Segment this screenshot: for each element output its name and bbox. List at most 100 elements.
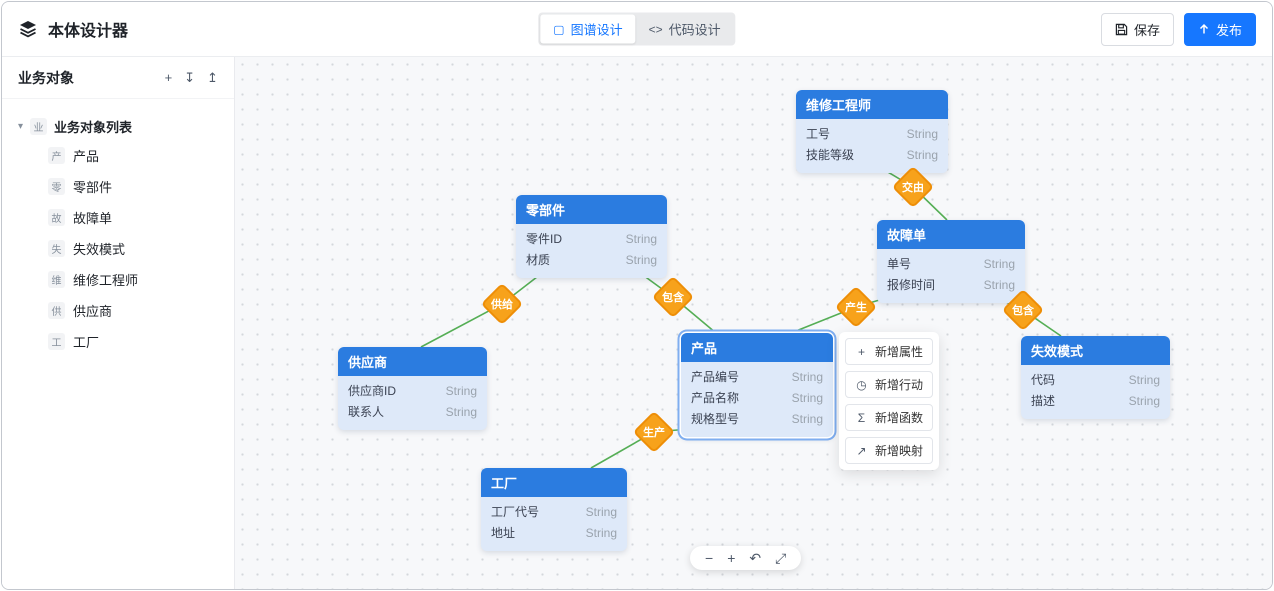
save-button[interactable]: 保存: [1100, 12, 1174, 46]
field-type: String: [906, 148, 938, 162]
sidebar-actions: + ↧ ↥: [165, 71, 218, 84]
field-type: String: [791, 391, 823, 405]
field-type: String: [791, 370, 823, 384]
tree-root-label: 业务对象列表: [54, 120, 133, 135]
tab-graph-design[interactable]: ▢图谱设计: [540, 14, 636, 44]
sigma-icon: Σ: [857, 410, 866, 425]
plus-icon: +: [857, 344, 865, 359]
sidebar-item-零部件[interactable]: 零零部件: [12, 171, 224, 202]
sidebar: 业务对象 +↧↥ ▾ 业 业务对象列表 产产品零零部件故故障单失失效模式维维修工…: [2, 57, 235, 589]
sidebar-item-工厂[interactable]: 工工厂: [12, 326, 224, 357]
context-menu-item-新增行动[interactable]: ◷新增行动: [845, 371, 934, 398]
import-icon[interactable]: ↧: [184, 70, 196, 85]
context-menu-label: 新增行动: [875, 378, 924, 392]
field-type: String: [625, 253, 657, 267]
app-logo-icon: [18, 19, 38, 39]
field-type: String: [445, 384, 477, 398]
save-label: 保存: [1133, 22, 1160, 38]
fit-view-icon[interactable]: ⤢: [775, 550, 787, 566]
zoom-out-icon[interactable]: −: [705, 550, 714, 566]
field-type: String: [1128, 394, 1160, 408]
relation-node-1-供给[interactable]: 供给: [480, 282, 524, 326]
field-name: 描述: [1031, 394, 1056, 408]
caret-down-icon[interactable]: ▾: [18, 121, 24, 132]
entity-title: 故障单: [877, 220, 1025, 249]
undo-icon[interactable]: ↶: [749, 550, 762, 566]
item-label: 工厂: [73, 335, 100, 350]
relation-node-2-包含[interactable]: 包含: [651, 275, 695, 319]
sidebar-item-产品[interactable]: 产产品: [12, 140, 224, 171]
field-name: 规格型号: [691, 412, 740, 426]
field-type: String: [625, 232, 657, 246]
main-area: 业务对象 +↧↥ ▾ 业 业务对象列表 产产品零零部件故故障单失失效模式维维修工…: [2, 57, 1272, 589]
chart-icon: ↗: [856, 443, 867, 458]
item-badge: 失: [48, 240, 65, 257]
tree-root-badge: 业: [30, 118, 48, 135]
field-name: 产品编号: [691, 370, 740, 384]
sidebar-item-维修工程师[interactable]: 维维修工程师: [12, 264, 224, 295]
code-icon: <>: [648, 22, 663, 36]
tab-code-design[interactable]: <> 代码设计: [636, 15, 734, 44]
relation-label: 供给: [491, 299, 513, 311]
publish-button[interactable]: 发布: [1183, 12, 1256, 46]
object-tree: ▾ 业 业务对象列表 产产品零零部件故故障单失失效模式维维修工程师供供应商工工厂: [2, 99, 234, 371]
sidebar-item-失效模式[interactable]: 失失效模式: [12, 233, 224, 264]
entity-title: 产品: [681, 333, 833, 362]
context-menu-item-新增映射[interactable]: ↗ 新增映射: [845, 437, 934, 464]
tree-root-business-objects[interactable]: ▾ 业 业务对象列表: [12, 113, 224, 140]
entity-field: 规格型号 String: [691, 409, 823, 430]
entity-card-chanpin[interactable]: 产品产品编号 String 产品名称 String 规格型号 String: [681, 333, 833, 437]
relation-node-4-包含[interactable]: 包含: [1001, 288, 1045, 332]
relation-node-5-生产[interactable]: 生产: [632, 410, 676, 454]
entity-field: 产品名称 String: [691, 388, 823, 409]
field-name: 工号: [806, 127, 831, 141]
sidebar-item-供应商[interactable]: 供供应商: [12, 295, 224, 326]
item-label: 供应商: [73, 304, 113, 319]
entity-fields: 产品编号 String 产品名称 String 规格型号 String: [681, 362, 833, 437]
node-context-menu: +新增属性 ◷新增行动 Σ 新增函数 ↗ 新增映射: [839, 332, 940, 470]
add-icon[interactable]: +: [164, 70, 173, 85]
field-name: 产品名称: [691, 391, 740, 405]
top-bar: 本体设计器 ▢图谱设计<>代码设计 保存: [2, 2, 1272, 57]
zoom-toolbar: −+ ↶ ⤢: [690, 546, 802, 570]
relation-node-0-交由[interactable]: 交由: [891, 165, 935, 209]
sidebar-header: 业务对象 +↧↥: [2, 57, 234, 99]
sidebar-item-故障单[interactable]: 故故障单: [12, 202, 224, 233]
relation-node-3-产生[interactable]: 产生: [834, 285, 878, 329]
export-icon[interactable]: ↥: [207, 70, 218, 85]
context-menu-label: 新增映射: [875, 444, 924, 458]
field-type: String: [791, 412, 823, 426]
item-badge: 零: [48, 178, 65, 195]
header-actions: 保存 发布: [1100, 12, 1256, 46]
context-menu-label: 新增函数: [875, 411, 924, 425]
relation-label: 包含: [662, 292, 684, 304]
save-icon: [1115, 23, 1128, 36]
tab-label: 代码设计: [668, 22, 721, 38]
field-name: 工厂代号: [491, 505, 540, 519]
entity-title: 失效模式: [1021, 336, 1170, 365]
context-menu-item-新增属性[interactable]: +新增属性: [845, 338, 934, 365]
context-menu-item-新增函数[interactable]: Σ 新增函数: [845, 404, 934, 431]
item-badge: 故: [48, 209, 65, 226]
field-name: 零件ID: [526, 232, 563, 246]
zoom-in-icon[interactable]: +: [727, 550, 736, 566]
item-label: 维修工程师: [73, 273, 139, 288]
entity-title: 维修工程师: [796, 90, 948, 119]
entity-title: 零部件: [516, 195, 667, 224]
